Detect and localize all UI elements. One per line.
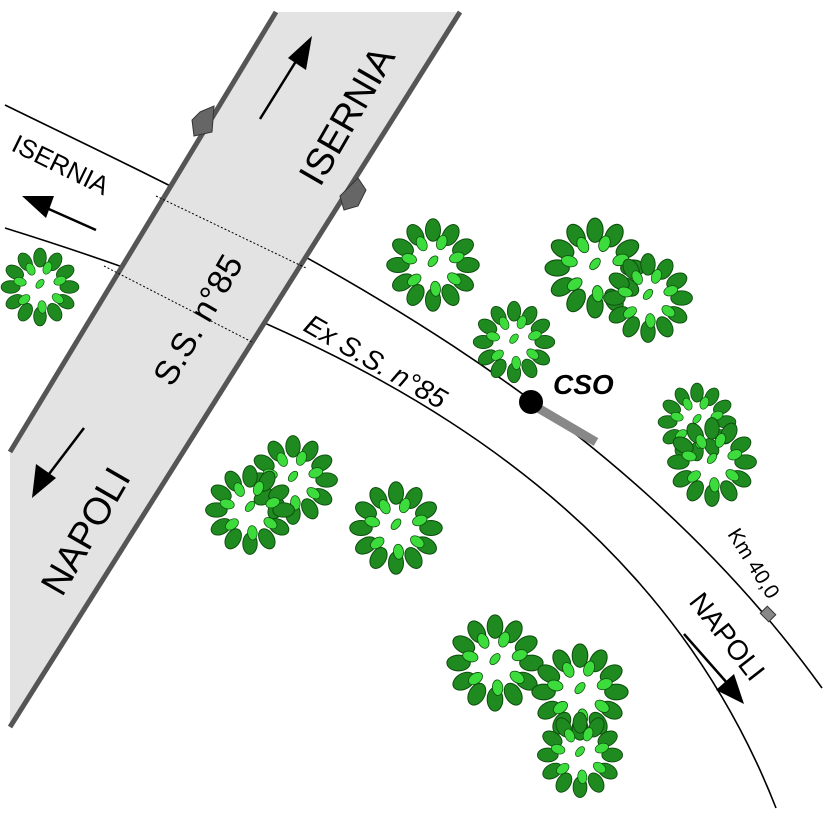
old-road-name: Ex S.S. n°85	[299, 308, 453, 415]
tree-cluster-icon	[205, 465, 295, 555]
km-marker-label: Km 40,0	[723, 524, 784, 603]
station-label: CSO	[553, 369, 614, 400]
new-road	[7, 10, 463, 729]
tree-cluster-icon	[657, 382, 737, 462]
old-road-north-edge	[4, 104, 823, 689]
new-road-west-edge	[7, 10, 279, 454]
overpass-abutment-west	[191, 105, 215, 137]
station-marker	[519, 390, 543, 414]
tree-cluster-icon	[536, 711, 624, 799]
arrow-east-icon	[683, 633, 744, 704]
station-cso: CSO	[519, 369, 614, 446]
tree-cluster-icon	[386, 218, 480, 312]
overpass-abutment-east	[339, 177, 367, 211]
old-road-direction-west: ISERNIA	[7, 128, 114, 201]
arrow-south-icon	[32, 427, 85, 498]
tree-cluster-icon	[472, 300, 556, 384]
tree-cluster-icon	[446, 614, 544, 712]
arrow-west-icon	[22, 196, 97, 232]
km-marker: Km 40,0	[723, 524, 784, 623]
km-post	[759, 605, 777, 623]
new-road-east-edge	[7, 10, 463, 729]
arrow-north-icon	[258, 36, 312, 120]
old-road-direction-east: NAPOLI	[683, 587, 771, 687]
tree-cluster-icon	[349, 481, 443, 575]
station-sensor-bar	[535, 404, 599, 446]
tree-cluster-icon	[0, 247, 80, 327]
tree-cluster-icon	[603, 253, 693, 343]
